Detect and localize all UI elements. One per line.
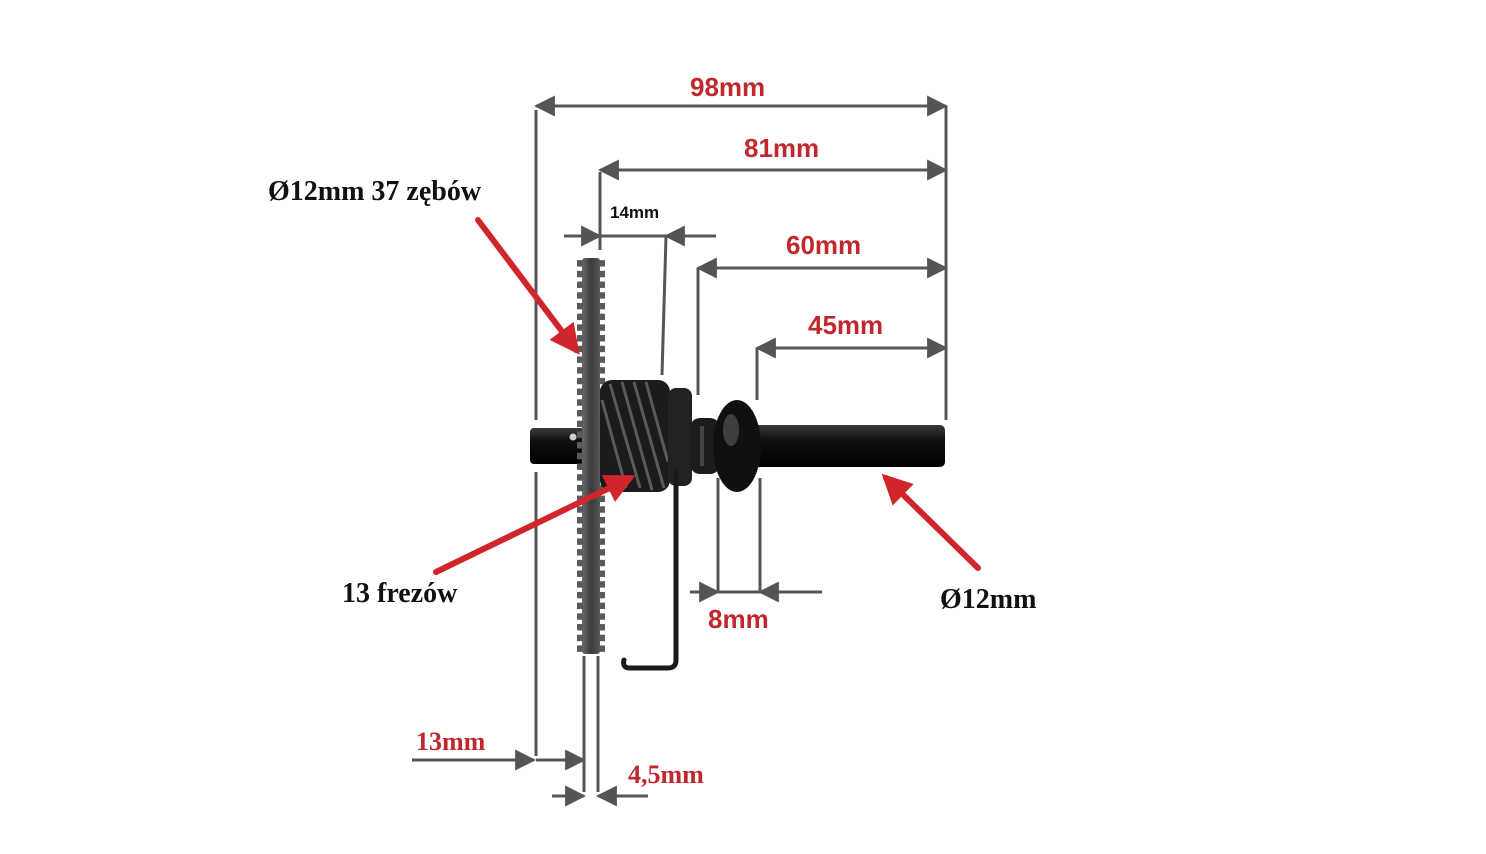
gear-tooth [599,270,605,278]
washer [668,388,692,486]
shaft-callout-label: Ø12mm [940,584,1036,615]
gear-tooth [577,367,583,374]
gear-tooth [577,645,583,652]
gear-disc [577,258,605,654]
gear-tooth [599,549,605,556]
shaft-callout-arrow [881,473,981,571]
splines-callout-label: 13 frezów [342,578,458,609]
gear-tooth [577,495,583,503]
gear-tooth [577,624,583,631]
callout-arrows [433,217,981,575]
gear-tooth [577,527,583,535]
gear-tooth [599,345,605,353]
gear-tooth [577,302,583,310]
gear-tooth [599,559,605,567]
gear-tooth [577,260,583,267]
spring-hook [621,467,679,671]
gear-tooth [599,377,605,385]
gear-tooth [599,495,605,503]
gear-tooth [577,581,583,588]
gear-tooth [577,591,583,599]
gear-tooth [577,420,583,428]
dimension-lines [412,95,949,807]
gear-tooth [577,474,583,481]
gear-tooth [577,324,583,331]
gear-callout-label: Ø12mm 37 zębów [268,176,482,207]
gear-tooth [599,538,605,545]
gear-tooth [577,345,583,353]
gear-tooth [577,281,583,288]
gear-tooth [577,559,583,567]
gear-tooth [599,335,605,342]
gear-tooth [577,613,583,620]
gear-tooth [599,302,605,310]
gear-tooth [599,634,605,642]
gear-tooth [577,356,583,363]
dim-81mm: 81mm [744,133,819,163]
kickstart-shaft-part [530,258,945,671]
dim-98mm: 98mm [690,72,765,102]
dim-60mm: 60mm [786,230,861,260]
gear-tooth [577,634,583,642]
dim-14mm: 14mm [610,203,659,222]
gear-tooth [577,463,583,470]
gear-tooth [577,292,583,299]
gear-tooth [577,517,583,524]
gear-tooth [599,367,605,374]
gear-tooth [577,602,583,610]
dim-13mm: 13mm [416,727,486,756]
gear-tooth [599,506,605,513]
gear-tooth [599,581,605,588]
gear-tooth [577,442,583,449]
gear-tooth [577,399,583,406]
splines-callout-arrow [433,474,636,575]
gear-tooth [577,484,583,492]
shaft-collar [713,400,761,492]
gear-tooth [599,356,605,363]
gear-tooth [577,452,583,460]
spline-gear [600,380,670,492]
gear-tooth [577,538,583,545]
dim-45mm: 45mm [808,310,883,340]
gear-tooth [599,517,605,524]
gear-tooth [577,506,583,513]
gear-tooth [577,377,583,385]
gear-tooth [577,409,583,417]
gear-tooth [599,313,605,321]
dim-8mm: 8mm [708,604,769,634]
gear-tooth [599,281,605,288]
gear-tooth [599,324,605,331]
gear-tooth [599,613,605,620]
gear-tooth [577,431,583,438]
gear-tooth [599,260,605,267]
gear-tooth [577,313,583,321]
gear-callout-arrow [475,217,580,355]
gear-tooth [599,591,605,599]
gear-tooth [577,270,583,278]
gear-tooth [599,527,605,535]
gear-tooth [599,645,605,652]
shaft-hole [569,433,577,441]
spring-coil [690,418,720,474]
gear-tooth [577,570,583,577]
gear-tooth [599,570,605,577]
gear-tooth [577,388,583,395]
dim-4-5mm: 4,5mm [628,760,704,789]
gear-tooth [599,292,605,299]
gear-tooth [577,335,583,342]
gear-tooth [599,602,605,610]
gear-tooth [577,549,583,556]
gear-tooth [599,624,605,631]
